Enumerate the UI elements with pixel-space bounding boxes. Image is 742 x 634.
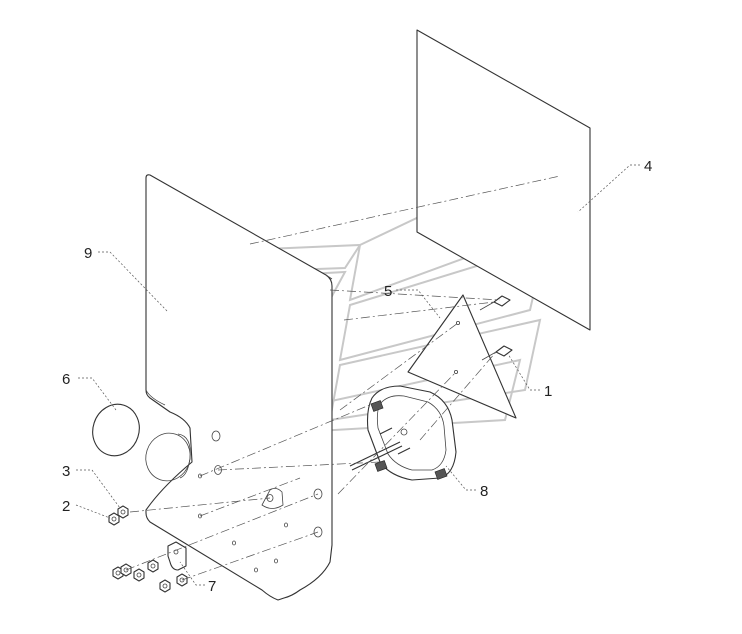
part-9-edge <box>145 274 333 406</box>
callout-4: 4 <box>644 158 652 175</box>
part-5-triangle-reflector <box>407 294 517 419</box>
part-9-holes <box>197 430 323 573</box>
callout-7: 7 <box>208 578 216 595</box>
part-8-lamp <box>349 385 457 481</box>
callout-leaders <box>75 164 640 586</box>
part-1-bolts <box>479 295 513 361</box>
callout-3: 3 <box>62 463 70 480</box>
callout-5: 5 <box>384 283 392 300</box>
callout-8: 8 <box>480 483 488 500</box>
callout-1: 1 <box>544 383 552 400</box>
part-7-bracket <box>167 541 187 571</box>
callout-2: 2 <box>62 498 70 515</box>
callout-9: 9 <box>84 245 92 262</box>
part-9-side-panel <box>145 174 333 601</box>
callout-labels: 1 2 3 4 5 6 7 8 9 <box>62 158 652 595</box>
part-4-rear-panel <box>416 29 591 331</box>
assembly-lines <box>125 175 561 581</box>
part-5-holes <box>453 320 460 374</box>
callout-6: 6 <box>62 371 70 388</box>
part-6-round-reflector <box>92 403 191 482</box>
